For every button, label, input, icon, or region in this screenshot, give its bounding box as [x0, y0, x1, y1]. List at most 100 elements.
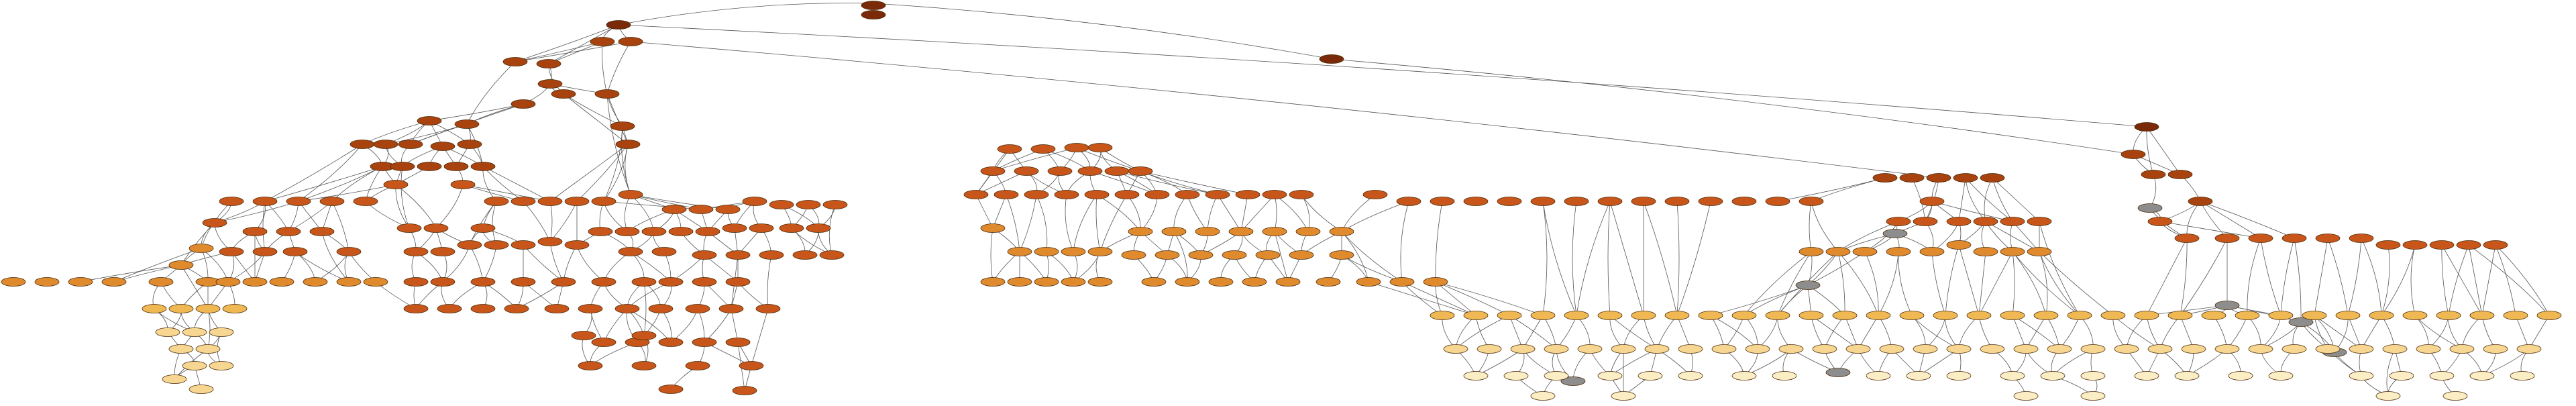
graph-node[interactable] — [1778, 344, 1804, 354]
graph-node[interactable] — [1946, 344, 1972, 354]
graph-node[interactable] — [2369, 311, 2394, 320]
graph-node[interactable] — [2402, 311, 2428, 320]
graph-node[interactable] — [1329, 227, 1354, 236]
graph-node[interactable] — [1731, 197, 1757, 206]
graph-node[interactable] — [1825, 368, 1851, 377]
graph-node[interactable] — [504, 304, 529, 313]
graph-node[interactable] — [1463, 371, 1489, 380]
graph-node[interactable] — [2137, 203, 2163, 213]
graph-node[interactable] — [1731, 371, 1757, 380]
graph-node[interactable] — [209, 361, 234, 370]
graph-node[interactable] — [2510, 371, 2535, 380]
graph-node[interactable] — [2167, 170, 2193, 179]
graph-node[interactable] — [1812, 344, 1837, 354]
graph-node[interactable] — [1953, 173, 1978, 183]
graph-node[interactable] — [715, 205, 741, 214]
graph-node[interactable] — [1597, 311, 1623, 320]
graph-node[interactable] — [1161, 227, 1187, 236]
graph-node[interactable] — [242, 227, 268, 236]
graph-node[interactable] — [1362, 190, 1388, 199]
graph-node[interactable] — [2349, 344, 2374, 354]
graph-node[interactable] — [2315, 234, 2341, 243]
graph-node[interactable] — [641, 227, 667, 236]
graph-node[interactable] — [1235, 190, 1260, 199]
graph-node[interactable] — [537, 79, 563, 89]
graph-node[interactable] — [651, 247, 677, 256]
graph-node[interactable] — [2315, 344, 2341, 354]
graph-node[interactable] — [1141, 277, 1167, 287]
graph-node[interactable] — [319, 197, 345, 206]
graph-node[interactable] — [383, 180, 409, 189]
graph-node[interactable] — [1980, 344, 2005, 354]
graph-node[interactable] — [1064, 143, 1089, 152]
graph-node[interactable] — [2449, 344, 2475, 354]
graph-node[interactable] — [618, 247, 643, 256]
graph-node[interactable] — [219, 197, 244, 206]
graph-node[interactable] — [1698, 311, 1723, 320]
graph-node[interactable] — [457, 240, 482, 250]
graph-node[interactable] — [822, 200, 848, 209]
graph-node[interactable] — [1913, 217, 1938, 226]
graph-node[interactable] — [2349, 371, 2374, 380]
graph-node[interactable] — [1222, 250, 1247, 260]
graph-node[interactable] — [1503, 371, 1529, 380]
graph-node[interactable] — [2416, 344, 2441, 354]
graph-node[interactable] — [1678, 371, 1703, 380]
graph-node[interactable] — [1966, 311, 1992, 320]
graph-node[interactable] — [286, 197, 311, 206]
graph-node[interactable] — [511, 197, 536, 206]
graph-node[interactable] — [1295, 227, 1321, 236]
graph-node[interactable] — [1845, 344, 1871, 354]
graph-node[interactable] — [1678, 344, 1703, 354]
graph-node[interactable] — [1980, 173, 2005, 183]
graph-node[interactable] — [155, 327, 180, 337]
graph-node[interactable] — [1087, 247, 1113, 256]
graph-node[interactable] — [252, 197, 278, 206]
graph-node[interactable] — [2174, 371, 2200, 380]
graph-node[interactable] — [2282, 344, 2307, 354]
graph-node[interactable] — [437, 304, 462, 313]
graph-node[interactable] — [403, 277, 429, 287]
graph-node[interactable] — [511, 277, 536, 287]
graph-node[interactable] — [2235, 311, 2260, 320]
graph-node[interactable] — [162, 374, 187, 384]
graph-node[interactable] — [189, 385, 214, 394]
graph-node[interactable] — [2536, 311, 2562, 320]
graph-node[interactable] — [588, 227, 613, 236]
graph-node[interactable] — [1087, 277, 1113, 287]
graph-node[interactable] — [1024, 190, 1049, 199]
graph-node[interactable] — [68, 277, 93, 287]
graph-node[interactable] — [511, 99, 536, 109]
graph-node[interactable] — [2268, 371, 2294, 380]
graph-node[interactable] — [336, 247, 362, 256]
graph-node[interactable] — [1973, 247, 1998, 256]
graph-node[interactable] — [1497, 197, 1522, 206]
graph-node[interactable] — [658, 277, 684, 287]
graph-node[interactable] — [2443, 391, 2468, 401]
graph-node[interactable] — [2214, 234, 2240, 243]
graph-node[interactable] — [309, 227, 335, 236]
graph-node[interactable] — [591, 277, 616, 287]
graph-node[interactable] — [353, 197, 378, 206]
graph-node[interactable] — [2375, 391, 2401, 401]
graph-node[interactable] — [1423, 277, 1448, 287]
graph-node[interactable] — [1631, 311, 1656, 320]
graph-node[interactable] — [2469, 311, 2495, 320]
graph-node[interactable] — [725, 250, 751, 260]
graph-node[interactable] — [1262, 227, 1287, 236]
graph-node[interactable] — [2335, 311, 2361, 320]
graph-node[interactable] — [819, 250, 845, 260]
graph-node[interactable] — [564, 240, 590, 250]
graph-node[interactable] — [1, 277, 26, 287]
graph-node[interactable] — [396, 223, 422, 233]
graph-node[interactable] — [2134, 311, 2159, 320]
graph-node[interactable] — [1242, 277, 1267, 287]
graph-node[interactable] — [1084, 190, 1110, 199]
graph-node[interactable] — [980, 223, 1006, 233]
graph-node[interactable] — [1530, 311, 1556, 320]
graph-node[interactable] — [571, 331, 596, 340]
graph-node[interactable] — [101, 277, 127, 287]
graph-node[interactable] — [1007, 247, 1032, 256]
graph-node[interactable] — [1329, 250, 1354, 260]
graph-node[interactable] — [1698, 197, 1723, 206]
